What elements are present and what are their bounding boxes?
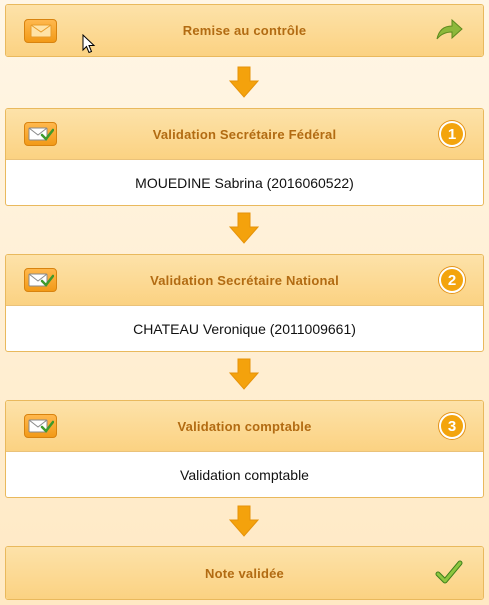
step-number-badge: 2 bbox=[439, 267, 465, 293]
envelope-check-icon bbox=[24, 414, 57, 438]
step-header: Note validée bbox=[6, 547, 483, 599]
step-title: Validation Secrétaire Fédéral bbox=[152, 126, 337, 142]
step-title: Remise au contrôle bbox=[182, 23, 307, 38]
envelope-check-icon bbox=[24, 268, 57, 292]
envelope-check-icon bbox=[24, 122, 57, 146]
down-arrow-icon bbox=[229, 212, 259, 244]
step-title: Validation comptable bbox=[177, 418, 312, 434]
step-header: Validation comptable 3 bbox=[6, 401, 483, 451]
step-remise-au-controle: Remise au contrôle bbox=[5, 4, 484, 57]
envelope-icon bbox=[24, 19, 57, 43]
step-note-validee: Note validée bbox=[5, 546, 484, 600]
step-validation-comptable: Validation comptable 3 Validation compta… bbox=[5, 400, 484, 498]
forward-arrow-icon bbox=[436, 18, 463, 40]
step-header: Validation Secrétaire National 2 bbox=[6, 255, 483, 305]
step-header: Remise au contrôle bbox=[6, 5, 483, 56]
step-assignee: Validation comptable bbox=[6, 451, 483, 497]
step-number-badge: 3 bbox=[439, 413, 465, 439]
step-title: Note validée bbox=[205, 565, 284, 581]
step-number-badge: 1 bbox=[439, 121, 465, 147]
down-arrow-icon bbox=[229, 358, 259, 390]
down-arrow-icon bbox=[229, 66, 259, 98]
checkmark-icon bbox=[435, 560, 463, 584]
step-title: Validation Secrétaire National bbox=[150, 272, 339, 288]
step-assignee: CHATEAU Veronique (2011009661) bbox=[6, 305, 483, 351]
down-arrow-icon bbox=[229, 505, 259, 537]
step-header: Validation Secrétaire Fédéral 1 bbox=[6, 109, 483, 159]
step-assignee: MOUEDINE Sabrina (2016060522) bbox=[6, 159, 483, 205]
step-validation-secretaire-federal: Validation Secrétaire Fédéral 1 MOUEDINE… bbox=[5, 108, 484, 206]
mouse-cursor-icon bbox=[82, 34, 96, 54]
step-validation-secretaire-national: Validation Secrétaire National 2 CHATEAU… bbox=[5, 254, 484, 352]
